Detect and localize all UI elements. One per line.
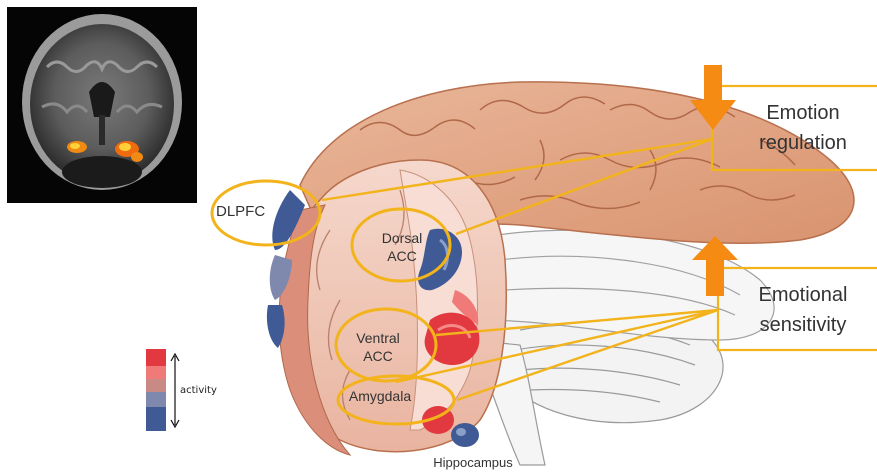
- label-dorsal-acc-line1: Dorsal: [362, 230, 442, 248]
- emotion-regulation-text: Emotion regulation: [738, 98, 868, 158]
- label-amygdala: Amygdala: [340, 388, 420, 406]
- activity-color-scale: [146, 349, 166, 431]
- label-dlpfc: DLPFC: [216, 203, 296, 222]
- activity-double-arrow-icon: [171, 354, 179, 427]
- emotional-sensitivity-text: Emotional sensitivity: [738, 280, 868, 340]
- emotion-regulation-line2: regulation: [738, 128, 868, 158]
- label-dorsal-acc: Dorsal ACC: [362, 230, 442, 265]
- label-dorsal-acc-line2: ACC: [362, 248, 442, 266]
- emotional-sensitivity-line2: sensitivity: [738, 310, 868, 340]
- label-ventral-acc: Ventral ACC: [338, 330, 418, 365]
- label-hippocampus: Hippocampus: [418, 455, 528, 471]
- activity-scale-label: activity: [180, 385, 217, 396]
- label-ventral-acc-line2: ACC: [338, 348, 418, 366]
- hippocampus-activity: [451, 423, 479, 447]
- label-ventral-acc-line1: Ventral: [338, 330, 418, 348]
- emotion-regulation-line1: Emotion: [738, 98, 868, 128]
- emotional-sensitivity-line1: Emotional: [738, 280, 868, 310]
